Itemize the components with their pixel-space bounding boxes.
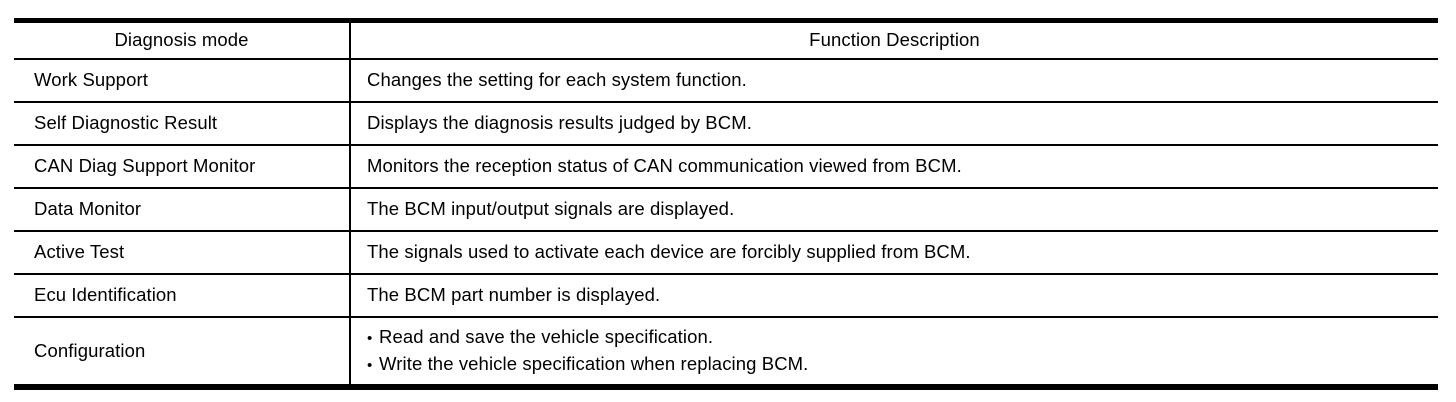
table-row-configuration: Configuration • Read and save the vehicl… [14,316,1438,388]
function-description-cell: The BCM part number is displayed. [350,273,1438,318]
table-body: Work Support Changes the setting for eac… [14,58,1438,388]
bullet-list-item: • Read and save the vehicle specificatio… [367,324,1437,351]
bullet-icon: • [367,356,373,374]
bullet-item-text: Read and save the vehicle specification. [379,325,714,347]
table-row-data-monitor: Data Monitor The BCM input/output signal… [14,187,1438,232]
diagnosis-mode-cell: CAN Diag Support Monitor [14,144,351,189]
function-description-cell: The signals used to activate each device… [350,230,1438,275]
diagnosis-mode-cell: Work Support [14,58,351,103]
function-description-cell: Monitors the reception status of CAN com… [350,144,1438,189]
diagnosis-mode-table: Diagnosis mode Function Description Work… [14,18,1438,390]
function-description-cell: • Read and save the vehicle specificatio… [350,316,1438,388]
diagnosis-mode-cell: Active Test [14,230,351,275]
function-description-cell: The BCM input/output signals are display… [350,187,1438,232]
table-row-work-support: Work Support Changes the setting for eac… [14,58,1438,103]
column-header-function-description: Function Description [350,20,1438,60]
table-row-active-test: Active Test The signals used to activate… [14,230,1438,275]
diagnosis-mode-cell: Ecu Identification [14,273,351,318]
bullet-icon: • [367,329,373,347]
diagnosis-mode-cell: Configuration [14,316,351,388]
table-header: Diagnosis mode Function Description [14,20,1438,60]
table-row-self-diagnostic-result: Self Diagnostic Result Displays the diag… [14,101,1438,146]
diagnosis-mode-cell: Data Monitor [14,187,351,232]
table-row-ecu-identification: Ecu Identification The BCM part number i… [14,273,1438,318]
bullet-list-item: • Write the vehicle specification when r… [367,351,1437,378]
function-description-cell: Changes the setting for each system func… [350,58,1438,103]
diagnosis-mode-cell: Self Diagnostic Result [14,101,351,146]
table-row-can-diag-support-monitor: CAN Diag Support Monitor Monitors the re… [14,144,1438,189]
header-row: Diagnosis mode Function Description [14,20,1438,60]
function-description-cell: Displays the diagnosis results judged by… [350,101,1438,146]
bullet-item-text: Write the vehicle specification when rep… [379,352,809,374]
column-header-diagnosis-mode: Diagnosis mode [14,20,351,60]
